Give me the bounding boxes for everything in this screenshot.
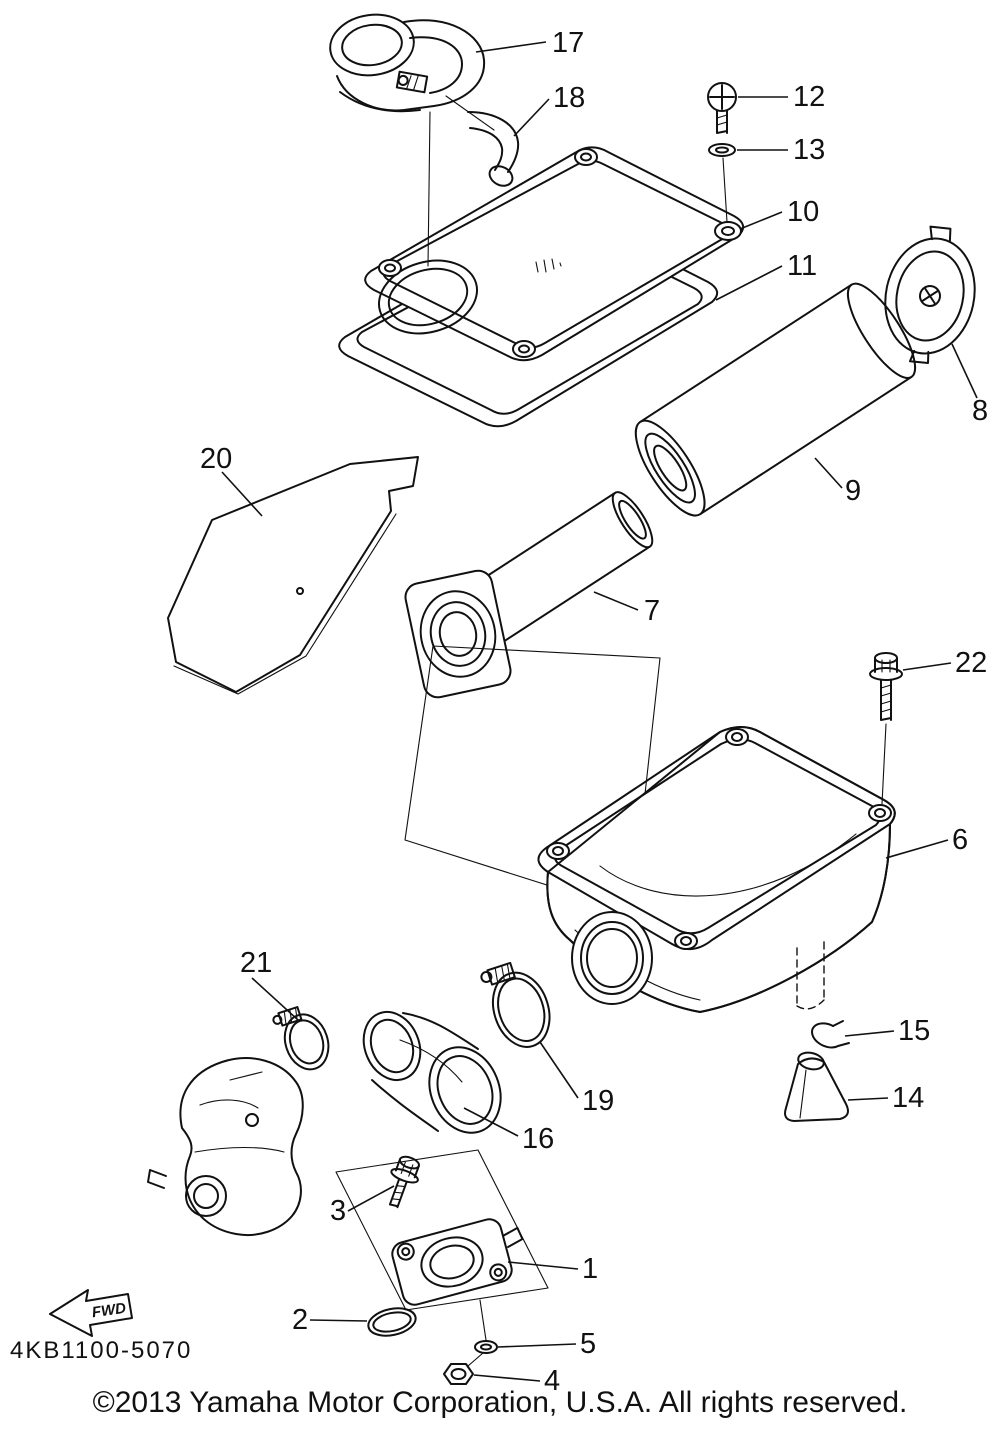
- part-16-joint-rubber: [362, 1011, 502, 1134]
- construction-plane-bottom: [335, 1149, 549, 1311]
- part-21-clamp: [272, 1006, 330, 1071]
- callout-12: 12: [738, 81, 825, 113]
- callout-11: 11: [715, 250, 817, 301]
- callout-1: 1: [507, 1253, 598, 1285]
- fwd-arrow: FWD: [49, 1289, 133, 1337]
- callout-14: 14: [847, 1082, 924, 1114]
- carburetor-drawing: [147, 1057, 304, 1236]
- leader-line: [497, 1343, 577, 1348]
- callout-label: 14: [892, 1082, 924, 1114]
- leader-line: [951, 343, 978, 399]
- fwd-label: FWD: [91, 1300, 127, 1322]
- callout-label: 1: [582, 1253, 598, 1285]
- callout-20: 20: [200, 443, 263, 517]
- callout-label: 9: [845, 475, 861, 507]
- copyright: ©2013 Yamaha Motor Corporation, U.S.A. A…: [93, 1386, 908, 1419]
- part-20-plate: [167, 456, 419, 695]
- part-18-breather-elbow: [445, 95, 520, 187]
- callout-18: 18: [513, 82, 585, 137]
- leader-line: [507, 1261, 579, 1270]
- part-code: 4KB1100-5070: [10, 1337, 192, 1364]
- callout-label: 17: [552, 27, 584, 59]
- cap-clamp: [395, 70, 429, 94]
- part-cover-drawing: [364, 111, 745, 362]
- leader-line: [475, 41, 547, 53]
- callout-10: 10: [739, 196, 819, 230]
- assembly-axis-line: [467, 1299, 487, 1367]
- part-1-manifold-joint: [391, 1218, 524, 1306]
- part-5-washer: [474, 1340, 498, 1354]
- callout-4: 4: [473, 1365, 560, 1397]
- leader-line: [593, 591, 639, 611]
- part-3-bolt: [388, 1155, 420, 1209]
- leader-line: [814, 457, 843, 489]
- callout-22: 22: [902, 647, 987, 679]
- callout-16: 16: [463, 1107, 554, 1155]
- callout-13: 13: [737, 134, 825, 166]
- callout-7: 7: [593, 591, 660, 627]
- callout-6: 6: [885, 824, 968, 859]
- callout-label: 22: [955, 647, 987, 679]
- part-13-washer: [708, 143, 736, 223]
- callout-label: 8: [972, 395, 988, 427]
- callout-3: 3: [330, 1185, 395, 1227]
- leader-line: [885, 839, 949, 859]
- callout-8: 8: [951, 343, 988, 427]
- callout-label: 7: [644, 595, 660, 627]
- part-15-clip: [811, 1020, 850, 1049]
- leader-line: [844, 1030, 895, 1037]
- part-4-nut: [443, 1363, 474, 1385]
- callout-label: 15: [898, 1015, 930, 1047]
- callout-5: 5: [497, 1328, 596, 1360]
- callout-label: 16: [522, 1123, 554, 1155]
- callout-17: 17: [475, 27, 584, 59]
- part-9-filter-element: [634, 282, 917, 517]
- callout-9: 9: [814, 457, 861, 507]
- part-2-oring: [367, 1307, 417, 1337]
- leader-line: [463, 1107, 519, 1137]
- part-8-end-cap: [884, 225, 976, 365]
- leader-line: [473, 1374, 541, 1382]
- callout-15: 15: [844, 1015, 930, 1047]
- callout-label: 12: [793, 81, 825, 113]
- callout-label: 4: [544, 1365, 560, 1397]
- leader-line: [847, 1097, 889, 1101]
- callout-label: 13: [793, 134, 825, 166]
- callout-label: 6: [952, 824, 968, 856]
- part-19-clamp: [480, 961, 551, 1048]
- leader-line: [902, 662, 952, 671]
- callout-label: 18: [553, 82, 585, 114]
- callout-label: 2: [292, 1304, 308, 1336]
- leader-line: [309, 1319, 368, 1322]
- callout-label: 21: [240, 947, 272, 979]
- callout-label: 10: [787, 196, 819, 228]
- leader-line: [739, 211, 783, 230]
- part-12-screw: [707, 82, 737, 134]
- callout-label: 20: [200, 443, 232, 475]
- cover-marking: [535, 258, 562, 273]
- part-10-grommet: [714, 221, 742, 241]
- leader-line: [715, 265, 783, 301]
- part-17-intake-cap: [329, 13, 486, 113]
- part-22-bolt: [869, 652, 903, 805]
- callout-label: 3: [330, 1195, 346, 1227]
- callout-label: 19: [582, 1085, 614, 1117]
- callout-21: 21: [240, 947, 299, 1021]
- callout-label: 5: [580, 1328, 596, 1360]
- leader-line: [221, 471, 263, 517]
- callout-label: 11: [787, 250, 817, 282]
- part-6-case: [537, 726, 896, 1013]
- part-7-duct: [404, 491, 654, 699]
- leader-line: [347, 1185, 395, 1212]
- leader-line: [513, 98, 550, 137]
- callouts: 17 18 12 13 10 11 8 9: [200, 27, 988, 1397]
- leader-line: [539, 1041, 579, 1099]
- leader-line: [251, 977, 299, 1021]
- callout-2: 2: [292, 1304, 368, 1336]
- part-14-boot: [784, 1051, 849, 1122]
- callout-19: 19: [539, 1041, 614, 1117]
